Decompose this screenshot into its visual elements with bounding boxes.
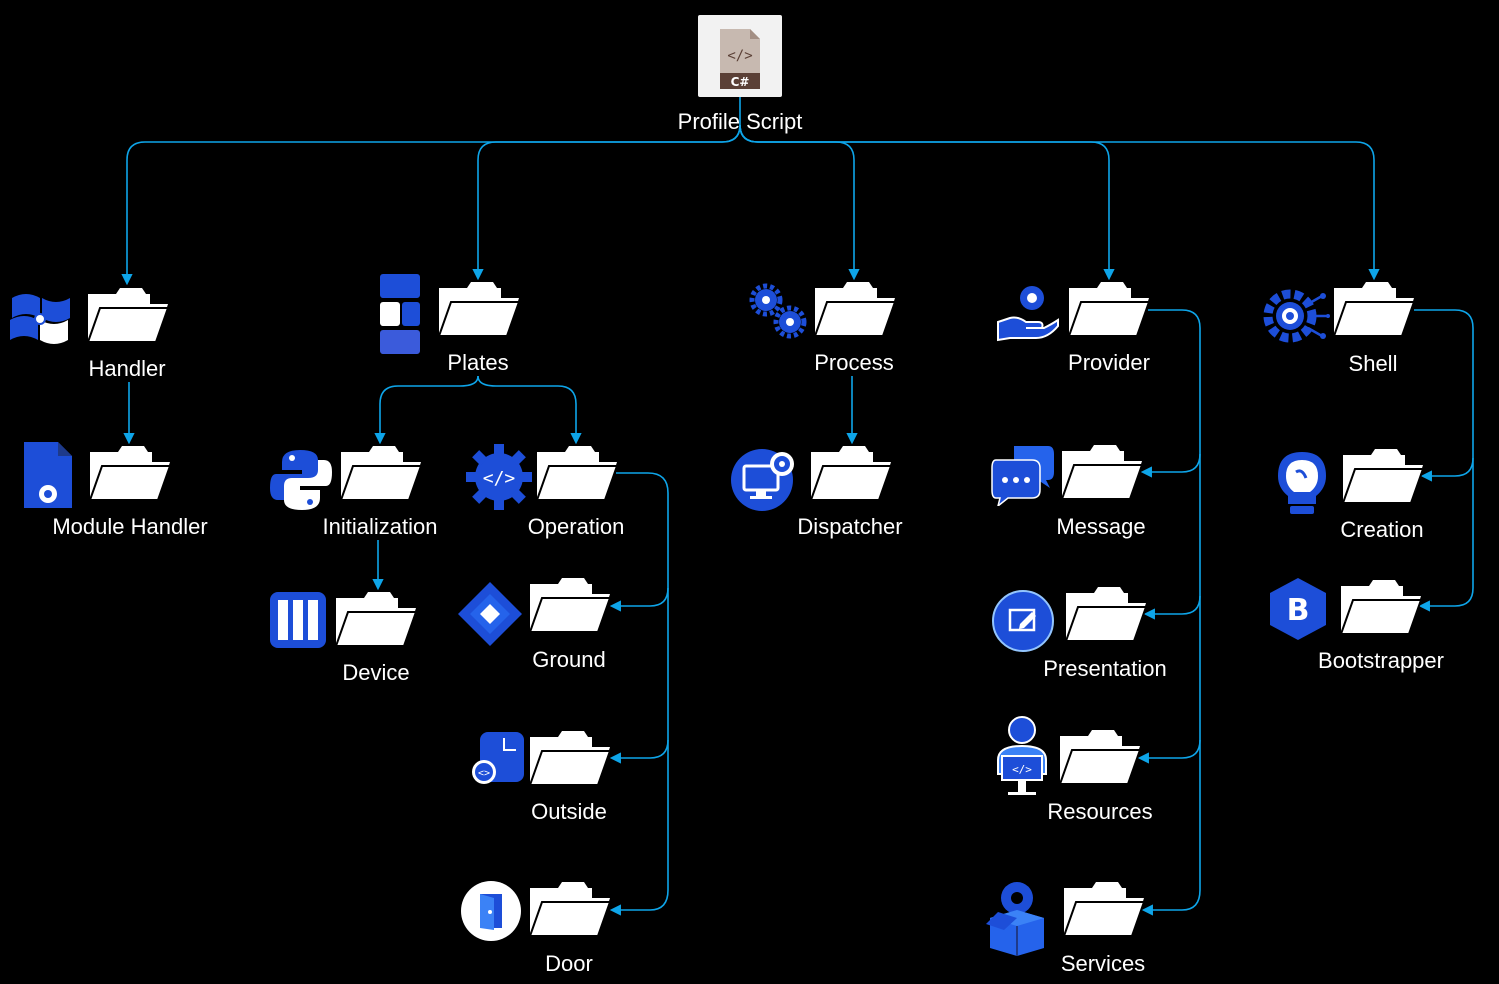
folder-icon	[1341, 449, 1425, 504]
node-label: Profile Script	[677, 109, 803, 134]
edge-provider-services	[1141, 740, 1201, 916]
node-label: Outside	[531, 799, 607, 824]
code-page-icon: <>	[472, 732, 524, 784]
python-icon	[270, 450, 332, 510]
door-icon	[461, 881, 521, 941]
folder-icon	[1058, 730, 1142, 785]
chat-bubbles-icon	[991, 446, 1054, 506]
folder-icon	[1067, 282, 1151, 337]
developer-icon: </>	[997, 716, 1047, 795]
bootstrap-icon: B	[1270, 578, 1326, 640]
code-gear-icon: </>	[466, 444, 532, 510]
edge-shell-bootstrapper	[1418, 458, 1474, 612]
edge-root-shell	[739, 124, 1380, 281]
node-label: Dispatcher	[797, 514, 903, 539]
node-label: Ground	[532, 647, 606, 672]
folder-icon	[334, 592, 418, 647]
svg-text:C#: C#	[731, 75, 750, 89]
svg-text:<>: <>	[478, 768, 490, 779]
node-label: Device	[342, 660, 410, 685]
node-label: Resources	[1047, 799, 1153, 824]
blocks-icon	[380, 274, 420, 354]
folder-icon	[88, 446, 172, 501]
folder-icon	[809, 446, 893, 501]
edge-operation-ground	[609, 472, 669, 612]
svg-text:</>: </>	[483, 468, 516, 489]
svg-text:B: B	[1287, 593, 1310, 628]
folder-icon	[437, 282, 521, 337]
gear-circuit-icon	[1263, 289, 1330, 343]
hand-gear-icon	[997, 286, 1059, 342]
node-label: Process	[814, 350, 894, 375]
edge-root-plates	[472, 124, 741, 281]
folder-icon	[1332, 282, 1416, 337]
folder-icon	[339, 446, 423, 501]
node-label: Creation	[1340, 517, 1424, 542]
edge-operation-door	[609, 740, 669, 916]
csharp-file-icon: </> C#	[698, 15, 782, 97]
node-label: Services	[1060, 951, 1146, 976]
folder-icon	[813, 282, 897, 337]
edge-shell-creation	[1414, 309, 1474, 482]
node-label: Initialization	[322, 514, 438, 539]
node-label: Operation	[527, 514, 625, 539]
lightbulb-icon	[1278, 452, 1326, 514]
columns-icon	[270, 592, 326, 648]
edge-root-handler	[121, 95, 741, 286]
monitor-gear-icon	[731, 449, 794, 511]
node-label: Plates	[447, 350, 509, 375]
folder-icon	[86, 288, 170, 343]
folder-icon	[528, 731, 612, 786]
edge-provider-message	[1140, 309, 1201, 478]
folder-icon	[528, 578, 612, 633]
node-label: Bootstrapper	[1318, 648, 1444, 673]
box-gear-icon	[986, 882, 1044, 956]
edge-root-provider	[739, 124, 1115, 281]
node-label: Presentation	[1043, 656, 1167, 681]
jira-diamond-icon	[458, 582, 522, 646]
node-label: Door	[545, 951, 593, 976]
folder-icon	[528, 882, 612, 937]
node-label: Provider	[1068, 350, 1150, 375]
folder-icon	[1060, 445, 1144, 500]
node-label: Module Handler	[52, 514, 208, 539]
edge-plates-operation	[477, 375, 582, 445]
svg-text:</>: </>	[727, 48, 752, 64]
folder-icon	[535, 446, 619, 501]
edit-circle-icon	[992, 590, 1054, 652]
windows-flag-icon	[10, 294, 70, 344]
gears-icon	[749, 283, 807, 339]
folder-icon	[1064, 587, 1148, 642]
folder-icon	[1062, 882, 1146, 937]
svg-text:</>: </>	[1012, 763, 1032, 776]
node-label: Handler	[88, 356, 166, 381]
node-label: Message	[1056, 514, 1146, 539]
edge-provider-presentation	[1143, 454, 1201, 620]
edge-root-process	[739, 124, 860, 281]
folder-icon	[1339, 580, 1423, 635]
edge-plates-initialization	[374, 375, 479, 445]
file-gear-icon	[24, 442, 72, 508]
edge-operation-outside	[609, 588, 669, 764]
node-label: Shell	[1348, 351, 1398, 376]
